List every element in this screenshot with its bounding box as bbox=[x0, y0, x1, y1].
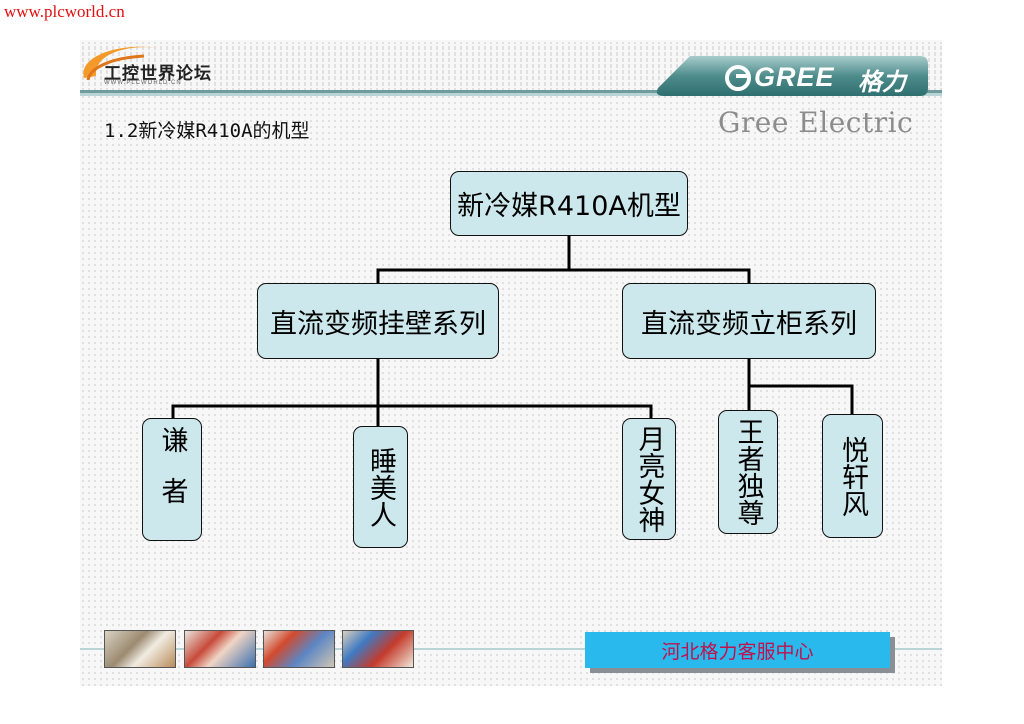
gree-brand-en: GREE bbox=[754, 62, 835, 92]
watermark-text: www.plcworld.cn bbox=[4, 2, 125, 21]
forum-logo-text: 工控世界论坛 bbox=[104, 64, 212, 84]
customer-service-photo bbox=[104, 630, 176, 668]
gree-electric-tagline: Gree Electric bbox=[718, 106, 914, 139]
node-cabinet-series: 直流变频立柜系列 bbox=[622, 283, 876, 359]
node-wall-series: 直流变频挂壁系列 bbox=[257, 283, 499, 359]
installation-photo bbox=[263, 630, 335, 668]
header-rule bbox=[80, 90, 942, 93]
forum-logo-url: WWW.PLCWORLD.CN bbox=[104, 80, 182, 86]
edge-cabinet-children bbox=[749, 384, 854, 414]
header-rule-light bbox=[80, 93, 942, 96]
service-center-banner: 河北格力客服中心 bbox=[585, 632, 890, 668]
node-yuexuanfeng: 悦轩风 bbox=[822, 414, 883, 538]
node-shuimeiren: 睡美人 bbox=[353, 426, 408, 548]
node-qianzhe: 谦者 bbox=[142, 418, 202, 541]
footer-rule bbox=[80, 648, 942, 650]
technician-team-photo bbox=[184, 630, 256, 668]
slide-background bbox=[80, 40, 942, 686]
node-root: 新冷媒R410A机型 bbox=[450, 171, 688, 236]
node-wangzheduzun: 王者独尊 bbox=[718, 410, 778, 534]
repair-photo bbox=[342, 630, 414, 668]
forum-logo-swoosh-icon bbox=[83, 46, 160, 81]
edge-root-branches bbox=[376, 268, 751, 284]
slide-title: 1.2新冷媒R410A的机型 bbox=[104, 120, 310, 142]
gree-brand-badge bbox=[656, 56, 928, 96]
gree-brand-cn: 格力 bbox=[858, 67, 906, 96]
node-yueliangnvshen: 月亮女神 bbox=[622, 418, 676, 540]
edge-wall-children bbox=[171, 404, 653, 418]
